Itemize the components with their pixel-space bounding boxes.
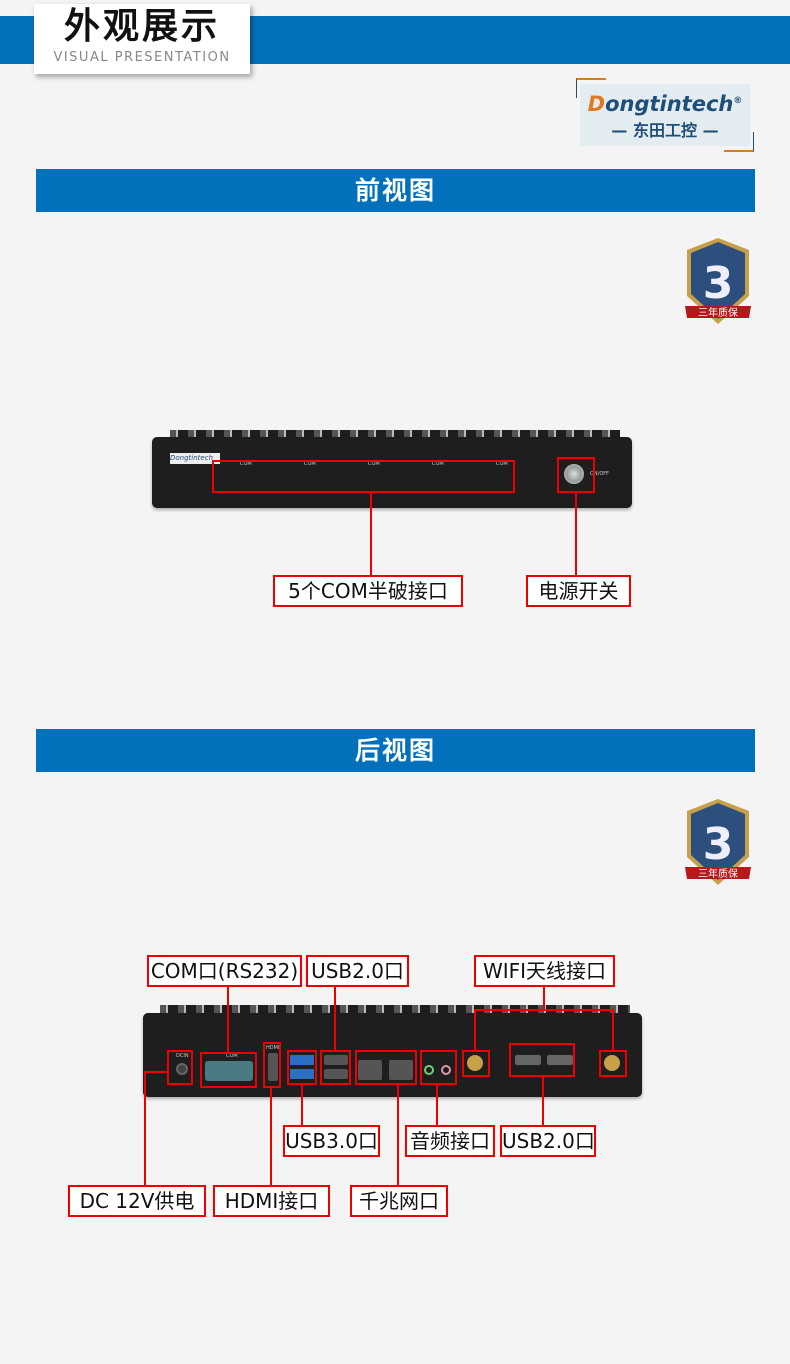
power-button[interactable] bbox=[564, 464, 584, 484]
db9-port bbox=[205, 1061, 253, 1081]
usb2-highlight bbox=[509, 1043, 575, 1077]
usb2-port bbox=[515, 1055, 541, 1065]
callout-line bbox=[436, 1085, 438, 1125]
callout-usb2-top: USB2.0口 bbox=[306, 955, 409, 987]
callout-line bbox=[144, 1071, 146, 1185]
callout-power-switch: 电源开关 bbox=[526, 575, 631, 607]
hdmi-highlight bbox=[263, 1042, 281, 1088]
callout-com-rs232: COM口(RS232) bbox=[147, 955, 302, 987]
headphone-jack bbox=[424, 1065, 434, 1075]
com-highlight bbox=[200, 1052, 257, 1088]
front-view-title: 前视图 bbox=[36, 169, 755, 212]
warranty-badge-icon: 3 三年质保 bbox=[685, 238, 751, 324]
device-brand-label: Dongtintech bbox=[170, 453, 220, 464]
wifi-antenna-connector bbox=[467, 1055, 483, 1071]
dc-jack bbox=[176, 1063, 188, 1075]
callout-dc-power: DC 12V供电 bbox=[68, 1185, 206, 1217]
callout-usb3: USB3.0口 bbox=[283, 1125, 380, 1157]
usb3-port bbox=[290, 1069, 314, 1079]
usb2-highlight bbox=[320, 1050, 351, 1085]
callout-wifi: WIFI天线接口 bbox=[474, 955, 615, 987]
svg-text:3: 3 bbox=[703, 819, 734, 870]
lan-highlight bbox=[355, 1050, 417, 1085]
callout-line bbox=[370, 493, 372, 575]
com-highlight bbox=[212, 460, 515, 493]
dc-port-label: DCIN bbox=[176, 1053, 189, 1059]
usb3-port bbox=[290, 1055, 314, 1065]
com-port-label: COM bbox=[240, 461, 252, 467]
front-panel-device: Dongtintech COM COM COM COM COM ON/OFF bbox=[152, 437, 632, 508]
section-title-card: 外观展示 VISUAL PRESENTATION bbox=[34, 4, 250, 74]
com-port-label: COM bbox=[368, 461, 380, 467]
callout-audio: 音频接口 bbox=[405, 1125, 495, 1157]
callout-line bbox=[612, 1009, 614, 1050]
hdmi-port bbox=[268, 1053, 278, 1081]
com-port-label: COM bbox=[226, 1053, 238, 1059]
callout-line bbox=[301, 1085, 303, 1125]
usb2-port bbox=[547, 1055, 573, 1065]
ethernet-port bbox=[389, 1060, 413, 1080]
callout-line bbox=[334, 987, 336, 1050]
usb2-port bbox=[324, 1069, 348, 1079]
page-title: 外观展示 bbox=[63, 6, 220, 47]
audio-highlight bbox=[420, 1050, 457, 1085]
wifi-highlight bbox=[462, 1050, 490, 1077]
warranty-badge-icon: 3 三年质保 bbox=[685, 799, 751, 885]
usb2-port bbox=[324, 1055, 348, 1065]
callout-line bbox=[543, 987, 545, 1010]
dc-highlight bbox=[167, 1050, 193, 1085]
callout-hdmi: HDMI接口 bbox=[213, 1185, 330, 1217]
ethernet-port bbox=[358, 1060, 382, 1080]
wifi-highlight bbox=[599, 1050, 627, 1077]
usb3-highlight bbox=[287, 1050, 317, 1085]
brand-logo: Dongtintech® — 东田工控 — bbox=[580, 84, 750, 146]
logo-corner-decoration bbox=[724, 132, 754, 152]
callout-line bbox=[227, 987, 229, 1052]
svg-text:3: 3 bbox=[703, 258, 734, 309]
svg-text:三年质保: 三年质保 bbox=[698, 306, 738, 319]
logo-corner-decoration bbox=[576, 78, 606, 98]
svg-text:三年质保: 三年质保 bbox=[698, 867, 738, 880]
com-port-label: COM bbox=[304, 461, 316, 467]
rear-view-title: 后视图 bbox=[36, 729, 755, 772]
wifi-antenna-connector bbox=[604, 1055, 620, 1071]
callout-line bbox=[474, 1009, 614, 1011]
callout-line bbox=[474, 1009, 476, 1050]
hdmi-port-label: HDMI bbox=[266, 1045, 280, 1051]
callout-lan: 千兆网口 bbox=[350, 1185, 448, 1217]
callout-line bbox=[397, 1085, 399, 1185]
callout-line bbox=[575, 493, 577, 575]
mic-jack bbox=[441, 1065, 451, 1075]
page-subtitle: VISUAL PRESENTATION bbox=[53, 50, 231, 65]
callout-line bbox=[144, 1071, 167, 1073]
power-highlight bbox=[557, 457, 595, 493]
callout-usb2-bottom: USB2.0口 bbox=[500, 1125, 596, 1157]
com-port-label: COM bbox=[432, 461, 444, 467]
power-label: ON/OFF bbox=[590, 471, 610, 477]
callout-com-ports: 5个COM半破接口 bbox=[273, 575, 463, 607]
callout-line bbox=[542, 1077, 544, 1125]
callout-line bbox=[270, 1088, 272, 1185]
com-port-label: COM bbox=[496, 461, 508, 467]
